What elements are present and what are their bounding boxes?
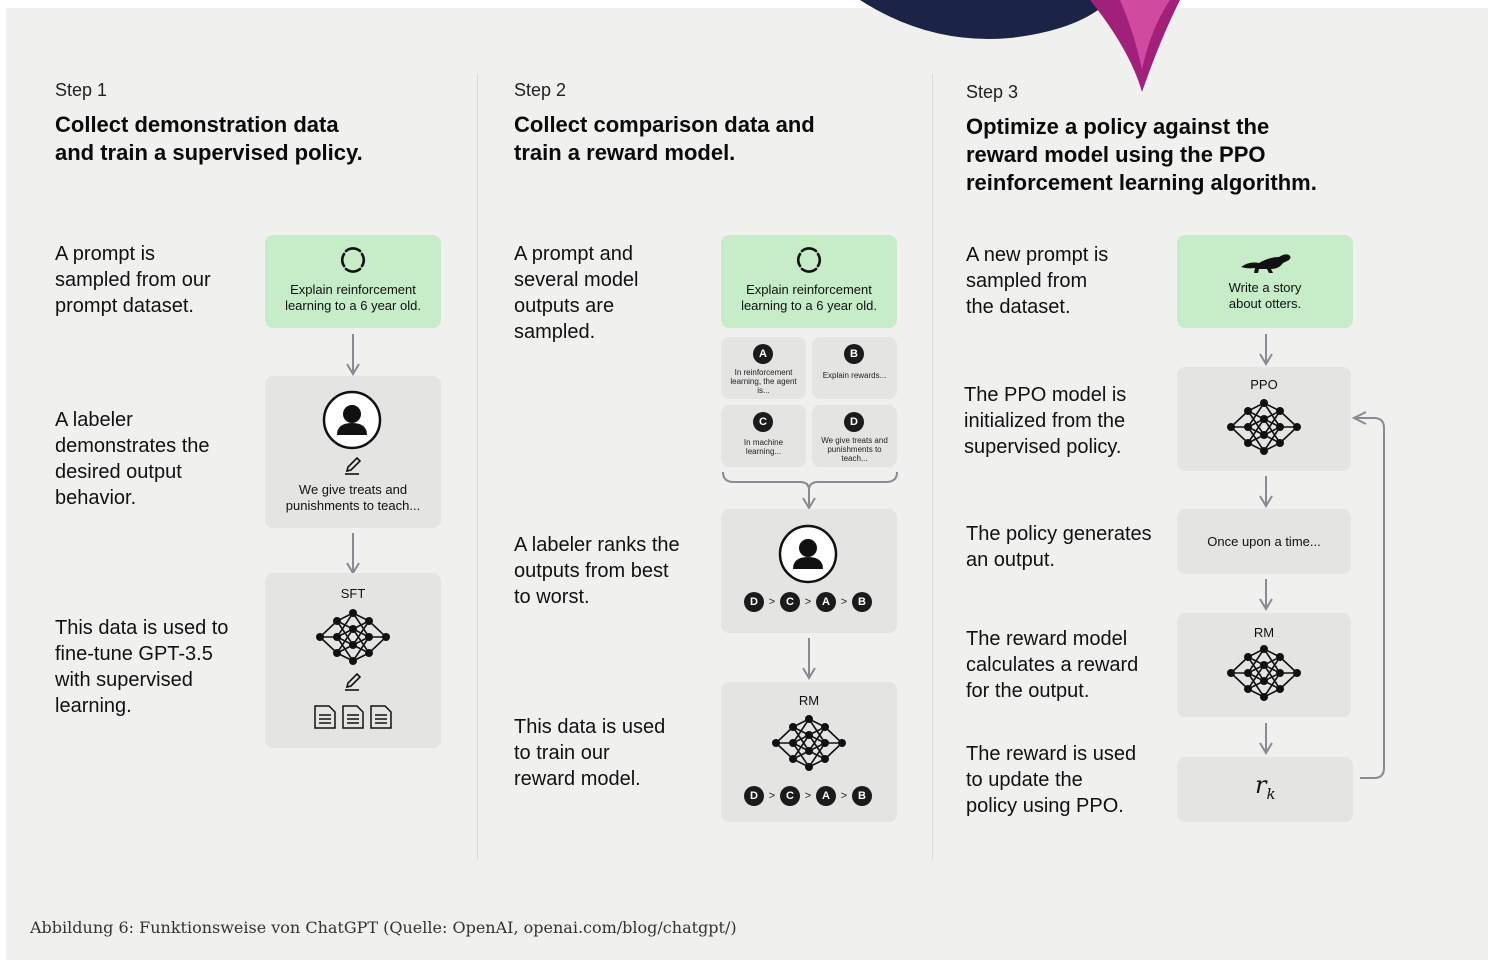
output-text: In machine learning... — [743, 438, 784, 456]
arrow-down-icon — [1259, 334, 1273, 366]
output-text: Explain rewards... — [822, 371, 887, 380]
step1-sft-card: SFT — [265, 573, 441, 748]
documents-icon — [314, 705, 392, 729]
output-badge: B — [844, 344, 864, 364]
step3-ppo-card: PPO — [1177, 367, 1351, 471]
arrow-down-icon — [1259, 723, 1273, 755]
step3-reward-card: rk — [1177, 757, 1353, 822]
arrow-down-icon — [1259, 579, 1273, 611]
neural-network-icon — [316, 609, 390, 665]
ppo-label: PPO — [1250, 377, 1278, 392]
refresh-icon — [340, 247, 366, 273]
rm-label: RM — [1253, 625, 1275, 640]
pencil-icon — [345, 672, 362, 691]
neural-network-icon — [772, 715, 846, 771]
otter-icon — [1241, 254, 1291, 273]
arrow-down-icon — [346, 533, 360, 575]
step3-output-card: Once upon a time... — [1177, 509, 1351, 574]
output-badge: C — [753, 412, 773, 432]
output-card-a: A In reinforcement learning, the agent i… — [721, 337, 806, 399]
step1-label: Step 1 — [55, 80, 108, 100]
labeler-avatar-icon — [778, 524, 838, 584]
output-text: We give treats and punishments to teach.… — [821, 436, 888, 463]
output-badge: A — [753, 344, 773, 364]
ranking-row: D> C> A> B — [744, 785, 872, 807]
neural-network-icon — [1227, 399, 1301, 455]
policy-output-text: Once upon a time... — [1207, 534, 1321, 549]
output-badge: D — [844, 412, 864, 432]
decorative-shape-icon — [860, 0, 1180, 92]
neural-network-icon — [1227, 645, 1301, 701]
ranking-row: D> C> A> B — [744, 591, 872, 613]
step2-label: Step 2 — [514, 80, 567, 100]
reward-symbol: rk — [1255, 771, 1276, 803]
arrow-down-icon — [346, 334, 360, 376]
step2-rm-card: RM D> C> A> B — [721, 682, 897, 822]
step3-label: Step 3 — [966, 82, 1019, 102]
separator-2 — [932, 74, 933, 860]
figure-caption: Abbildung 6: Funktionsweise von ChatGPT … — [30, 918, 737, 937]
output-card-c: C In machine learning... — [721, 405, 806, 467]
labeler-avatar-icon — [322, 390, 382, 450]
merge-bracket-icon — [722, 471, 898, 510]
separator-1 — [477, 74, 478, 860]
output-card-d: D We give treats and punishments to teac… — [812, 405, 897, 467]
output-card-b: B Explain rewards... — [812, 337, 897, 399]
output-text: In reinforcement learning, the agent is.… — [730, 368, 797, 395]
arrow-down-icon — [1259, 476, 1273, 508]
pencil-icon — [345, 456, 362, 475]
step2-ranking-card: D> C> A> B — [721, 509, 897, 633]
step3-rm-card: RM — [1177, 613, 1351, 717]
sft-label: SFT — [340, 586, 366, 601]
arrow-down-icon — [802, 638, 816, 680]
feedback-loop-arrow-icon — [1352, 411, 1385, 779]
rm-label: RM — [798, 693, 820, 708]
refresh-icon — [796, 247, 822, 273]
